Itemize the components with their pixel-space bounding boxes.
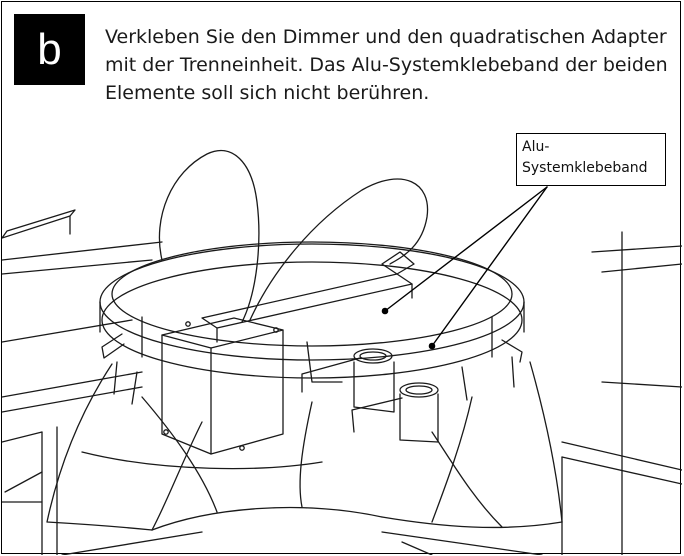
tube-ring bbox=[99, 241, 525, 405]
dome bbox=[46, 361, 563, 531]
dimmer-lids bbox=[158, 149, 429, 323]
callout-leaders bbox=[381, 186, 548, 350]
tape-callout: Alu- Systemklebeband bbox=[516, 133, 666, 186]
separator-unit bbox=[201, 273, 413, 343]
roof-frame bbox=[2, 209, 682, 555]
adapter-tubes bbox=[301, 348, 439, 443]
callout-line-1: Alu- bbox=[522, 139, 550, 155]
dimmer-box bbox=[161, 317, 284, 455]
instruction-text: Verkleben Sie den Dimmer und den quadrat… bbox=[105, 26, 668, 104]
step-letter: b bbox=[37, 25, 62, 74]
callout-line-2: Systemklebeband bbox=[522, 160, 648, 176]
step-badge: b bbox=[14, 14, 85, 85]
